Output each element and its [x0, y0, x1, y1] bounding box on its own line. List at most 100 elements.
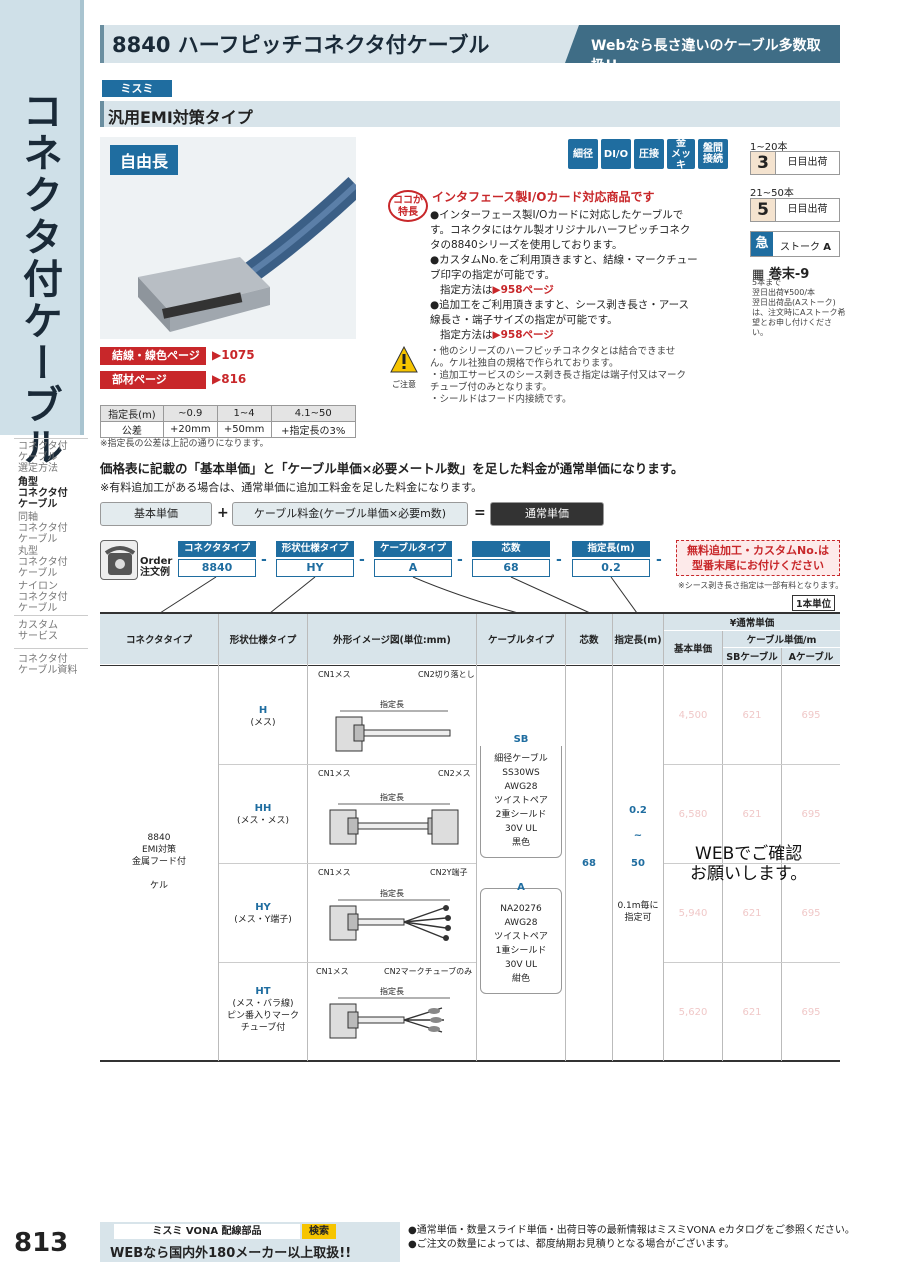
arrow-icon: ▶ [212, 348, 222, 362]
page-number: 813 [14, 1228, 69, 1258]
cn2-label: CN2Y端子 [430, 868, 468, 877]
feature-bullet: ●カスタムNo.をご利用頂きますと、結線・マークチューブ印字の指定が可能です。 [430, 254, 698, 281]
nav-item-selection[interactable]: コネクタ付 ケーブル 選定方法 [18, 441, 68, 474]
nav-item-coaxial[interactable]: 同軸 コネクタ付 ケーブル [18, 512, 68, 545]
diagram-hy [329, 899, 451, 941]
shape-desc: (メス) [250, 718, 276, 728]
order-value: 8840 [178, 559, 256, 577]
row-divider [664, 764, 840, 765]
shape-desc: (メス・Y端子) [234, 915, 292, 925]
nav-item-custom[interactable]: カスタム サービス [18, 620, 58, 642]
row-divider [219, 764, 476, 765]
stock-label: ストーク [780, 242, 820, 253]
delivery-range: 21~50本 [750, 188, 794, 199]
caution-line: ・他のシリーズのハーフピッチコネクタとは結合できません。ケル社独自の規格で作られ… [430, 346, 676, 369]
ref-parts-link[interactable]: ▶816 [212, 372, 246, 386]
tolerance-cell: +指定長の3% [270, 421, 357, 438]
col-shape: 形状仕様タイプ [219, 614, 307, 664]
search-button[interactable]: 検索 [302, 1224, 336, 1239]
cable-a-spec: NA20276 AWG28 ツイストペア 1重シールド 30V UL 紺色 [494, 904, 548, 984]
nav-item-round[interactable]: 丸型 コネクタ付 ケーブル [18, 546, 68, 579]
stock-text: ストーク A [780, 238, 831, 253]
side-tab [0, 0, 84, 435]
tag-panel: 盤間 接続 [698, 139, 728, 169]
dimension-label: 指定長 [380, 987, 404, 996]
vona-search-field[interactable]: ミスミ VONA 配線部品 [114, 1224, 300, 1239]
length-min: 0.2 [629, 805, 647, 816]
tag-idc: 圧接 [634, 139, 664, 169]
nav-separator [14, 615, 88, 616]
order-value: 68 [472, 559, 550, 577]
order-label: Order 注文例 [140, 556, 173, 578]
table-divider [218, 614, 219, 1061]
method-link[interactable]: ▶958ページ [492, 329, 554, 341]
delivery-range: 1~20本 [750, 142, 788, 153]
nav-item-nylon[interactable]: ナイロン コネクタ付 ケーブル [18, 581, 68, 614]
arrow-icon: ▶ [212, 372, 222, 386]
order-connector-lines [159, 577, 638, 614]
order-head: 芯数 [472, 541, 550, 557]
table-divider [565, 614, 566, 1061]
footer-notes: ●通常単価・数量スライド単価・出荷日等の最新情報はミスミVONA eカタログをご… [408, 1224, 855, 1252]
formula-base: 基本単価 [100, 502, 212, 526]
col-cores: 芯数 [566, 614, 612, 664]
table-divider [722, 631, 723, 1061]
price-sb: 621 [742, 908, 762, 919]
feature-badge: ココが 特長 [388, 190, 428, 222]
order-dash: - [261, 552, 267, 568]
dimension-label: 指定長 [380, 889, 404, 898]
order-value: A [374, 559, 452, 577]
caution-text: ・他のシリーズのハーフピッチコネクタとは結合できません。ケル社独自の規格で作られ… [430, 346, 690, 406]
delivery-days: 5 [750, 198, 776, 222]
order-head: ケーブルタイプ [374, 541, 452, 557]
shape-desc: (メス・バラ線) ピン番入りマーク チューブ付 [226, 999, 299, 1033]
price-a: 695 [801, 908, 821, 919]
cable-sb-code: SB [480, 734, 562, 746]
method-label: 指定方法は [440, 284, 493, 296]
length-max: 50 [631, 858, 645, 869]
feature-method: 指定方法は▶958ページ [440, 283, 708, 298]
row-divider [664, 962, 840, 963]
tag-dio: DI/O [601, 139, 631, 169]
order-value: HY [276, 559, 354, 577]
nav-separator [14, 438, 88, 439]
price-a: 695 [801, 710, 821, 721]
tolerance-head: 4.1~50 [270, 405, 357, 422]
feature-bullet: ●インターフェース製I/Oカードに対応したケーブルです。コネクタにはケル製オリジ… [430, 209, 691, 251]
price-sb: 621 [742, 1007, 762, 1018]
diagram-ht [329, 997, 450, 1039]
order-head: 形状仕様タイプ [276, 541, 354, 557]
order-value: 0.2 [572, 559, 650, 577]
price-a: 695 [801, 809, 821, 820]
method-link[interactable]: ▶958ページ [492, 284, 554, 296]
col-length: 指定長(m) [613, 614, 663, 664]
ref-wiring-page: 1075 [221, 348, 255, 362]
connector-cell: 8840 EMI対策 金属フード付 ケル [131, 833, 186, 891]
diagram-h [335, 710, 451, 752]
cn2-label: CN2マークチューブのみ [384, 967, 473, 976]
pricing-text: 価格表に記載の「基本単価」と「ケーブル単価×必要メートル数」を足した料金が通常単… [100, 461, 684, 476]
nav-item-square[interactable]: 角型 コネクタ付 ケーブル [18, 477, 68, 510]
col-cable: ケーブルタイプ [477, 614, 565, 664]
page-title: 8840 ハーフピッチコネクタ付ケーブル [112, 33, 490, 57]
order-dash: - [457, 552, 463, 568]
shape-desc: (メス・メス) [236, 816, 290, 826]
price-base: 5,620 [678, 1007, 708, 1018]
row-divider [219, 863, 476, 864]
cable-sb-spec: 細径ケーブル SS30WS AWG28 ツイストペア 2重シールド 30V UL… [494, 754, 548, 848]
footer-note: ●通常単価・数量スライド単価・出荷日等の最新情報はミスミVONA eカタログをご… [408, 1225, 855, 1236]
section-subtitle: 汎用EMI対策タイプ [108, 108, 253, 127]
ref-wiring-link[interactable]: ▶1075 [212, 348, 255, 362]
appendix-ref-text: 巻末-9 [768, 267, 810, 282]
free-length-badge: 自由長 [110, 145, 179, 175]
delivery-text: 日目出荷 [776, 151, 840, 175]
shape-code: HT [255, 986, 271, 997]
nav-item-docs[interactable]: コネクタ付 ケーブル資料 [18, 654, 78, 676]
col-base: 基本単価 [664, 631, 722, 664]
price-sb: 621 [742, 809, 762, 820]
price-base: 6,580 [678, 809, 708, 820]
cn2-label: CN2メス [438, 769, 471, 778]
tolerance-head: 1~4 [216, 405, 272, 422]
cn1-label: CN1メス [318, 670, 351, 679]
caution-line: ・シールドはフード内接続です。 [430, 394, 572, 405]
